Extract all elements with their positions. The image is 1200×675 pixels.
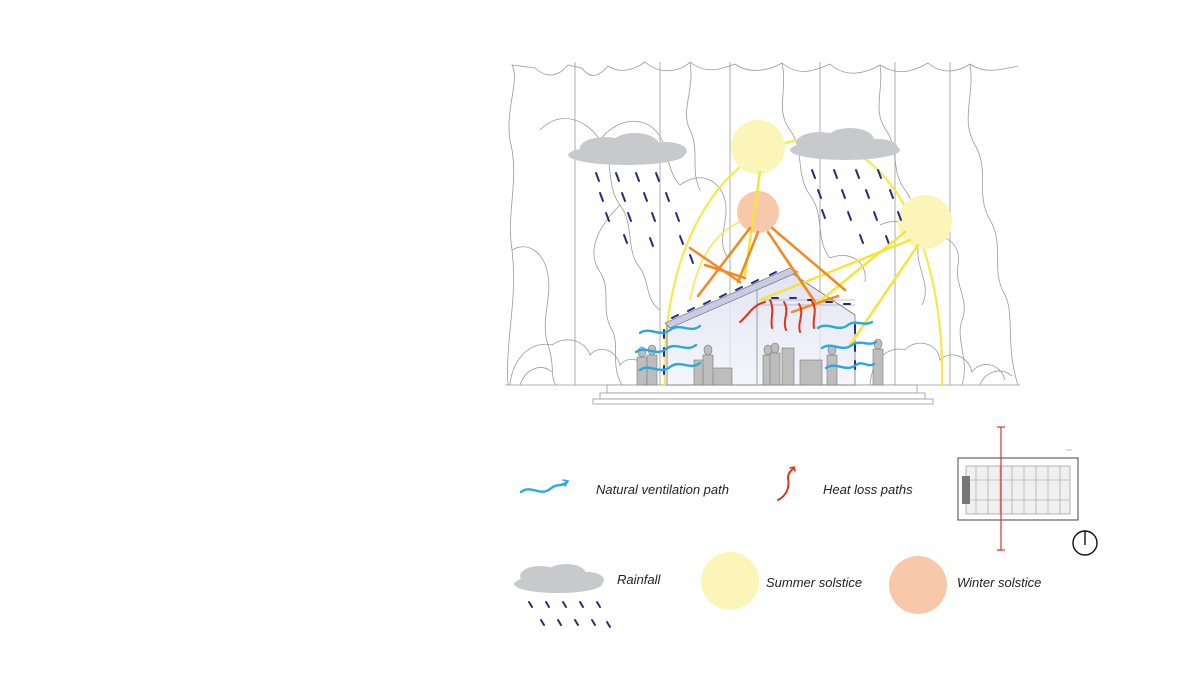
ventilation-legend-icon bbox=[519, 479, 570, 494]
pavilion-building bbox=[636, 267, 884, 386]
ventilation-legend-label: Natural ventilation path bbox=[596, 482, 729, 497]
rain-left bbox=[595, 172, 694, 264]
heat-loss-legend-label: Heat loss paths bbox=[823, 482, 913, 497]
key-plan bbox=[957, 426, 1079, 551]
summer-solstice-legend-icon bbox=[701, 552, 759, 610]
cloud-right bbox=[790, 128, 900, 160]
rainfall-legend-icon bbox=[514, 564, 611, 628]
north-arrow-icon bbox=[1072, 530, 1098, 556]
summer-sun-zenith bbox=[731, 120, 785, 174]
heat-loss-arrows bbox=[739, 299, 816, 333]
ventilation-waves bbox=[634, 320, 878, 372]
cloud-left bbox=[568, 133, 687, 165]
rainfall-legend-label: Rainfall bbox=[617, 572, 661, 587]
summer-sun-west bbox=[898, 195, 952, 249]
heat-loss-legend-icon bbox=[777, 466, 796, 501]
winter-solstice-legend-icon bbox=[889, 556, 947, 614]
winter-solstice-legend-label: Winter solstice bbox=[957, 575, 1042, 590]
winter-rays bbox=[688, 226, 847, 314]
summer-solstice-legend-label: Summer solstice bbox=[766, 575, 863, 590]
winter-sun bbox=[737, 191, 779, 233]
ground-platform bbox=[505, 384, 1020, 405]
rain-right bbox=[811, 169, 902, 245]
